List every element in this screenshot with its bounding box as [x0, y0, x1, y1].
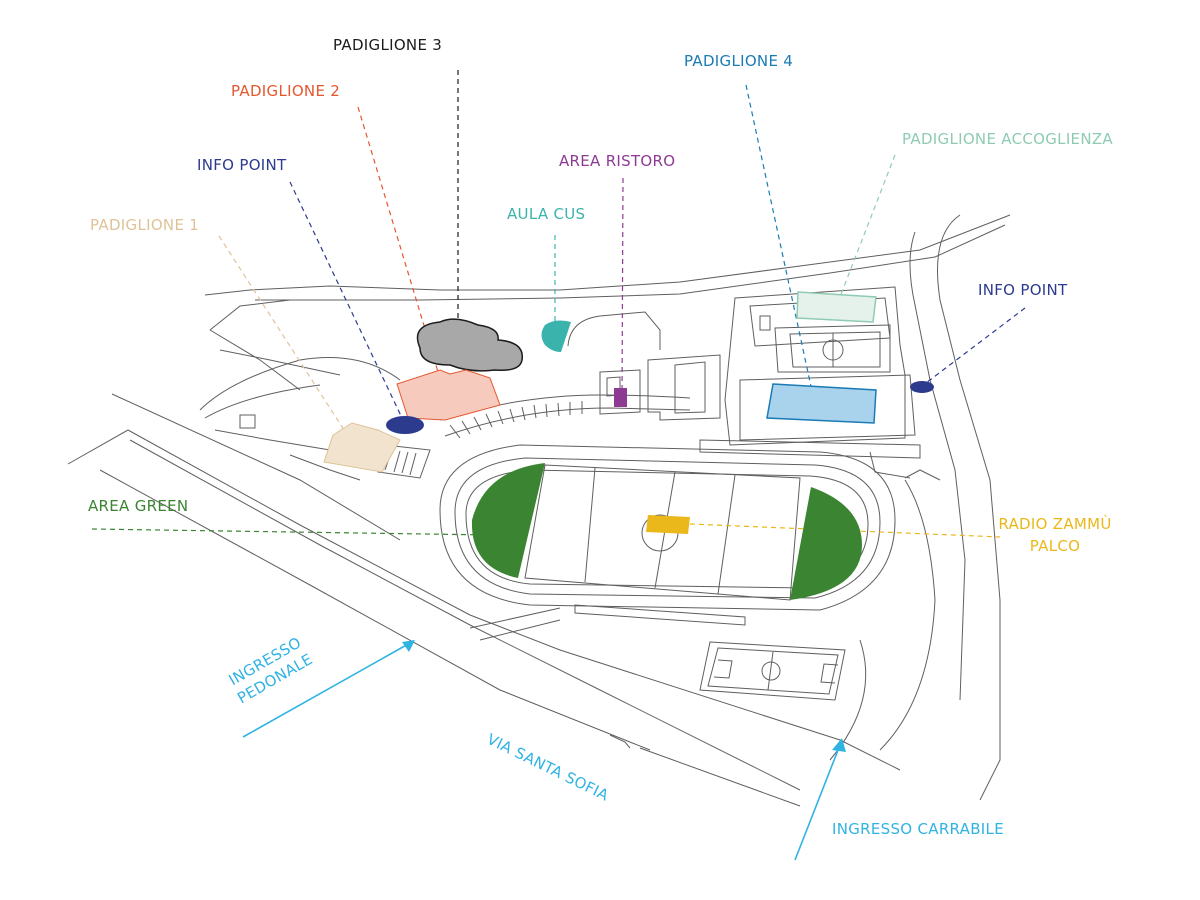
- padiglione-3-area: [416, 318, 524, 372]
- leader-area-ristoro: [621, 177, 624, 396]
- area-green-east: [790, 487, 862, 600]
- padiglione-accoglienza-area: [796, 291, 877, 323]
- area-ristoro-area: [614, 388, 627, 407]
- ingresso-pedonale-arrowhead: [402, 640, 415, 652]
- label-info-point-left: INFO POINT: [197, 156, 287, 174]
- label-padiglione-1: PADIGLIONE 1: [90, 216, 200, 234]
- label-padiglione-4: PADIGLIONE 4: [684, 52, 794, 70]
- padiglione-2-area: [396, 369, 501, 421]
- leader-padiglione-4: [745, 84, 816, 406]
- leader-padiglione-1: [218, 235, 358, 451]
- label-ingresso-carrabile: INGRESSO CARRABILE: [832, 820, 1004, 838]
- label-radio-zammu-line1: RADIO ZAMMÙ: [998, 515, 1112, 533]
- leader-padiglione-accoglienza: [837, 154, 896, 303]
- base-line-art: [67, 214, 1011, 807]
- radio-zammu-stage: [646, 515, 690, 534]
- venue-areas: [323, 291, 934, 600]
- label-radio-zammu-line2: PALCO: [1029, 537, 1081, 555]
- access-arrows: [242, 640, 846, 861]
- ingresso-carrabile-arrowhead: [832, 738, 846, 752]
- leader-area-green: [91, 528, 493, 536]
- leader-lines: [91, 70, 1026, 538]
- area-green-west: [471, 463, 545, 578]
- label-padiglione-accoglienza: PADIGLIONE ACCOGLIENZA: [902, 130, 1113, 148]
- padiglione-4-area: [766, 383, 877, 424]
- info-point-right-area: [910, 381, 934, 393]
- info-point-left-area: [386, 416, 424, 434]
- leader-info-point-left: [289, 181, 403, 419]
- ingresso-pedonale-arrow: [242, 642, 411, 738]
- leader-info-point-right: [921, 307, 1026, 387]
- label-area-ristoro: AREA RISTORO: [559, 152, 676, 170]
- label-padiglione-3: PADIGLIONE 3: [333, 36, 443, 54]
- padiglione-1-area: [323, 422, 401, 473]
- label-info-point-right: INFO POINT: [978, 281, 1068, 299]
- label-area-green: AREA GREEN: [88, 497, 189, 515]
- label-padiglione-2: PADIGLIONE 2: [231, 82, 341, 100]
- label-aula-cus: AULA CUS: [507, 205, 586, 223]
- label-radio-zammu: RADIO ZAMMÙ PALCO: [995, 513, 1115, 557]
- ingresso-carrabile-arrow: [794, 744, 841, 861]
- aula-cus-area: [541, 320, 571, 352]
